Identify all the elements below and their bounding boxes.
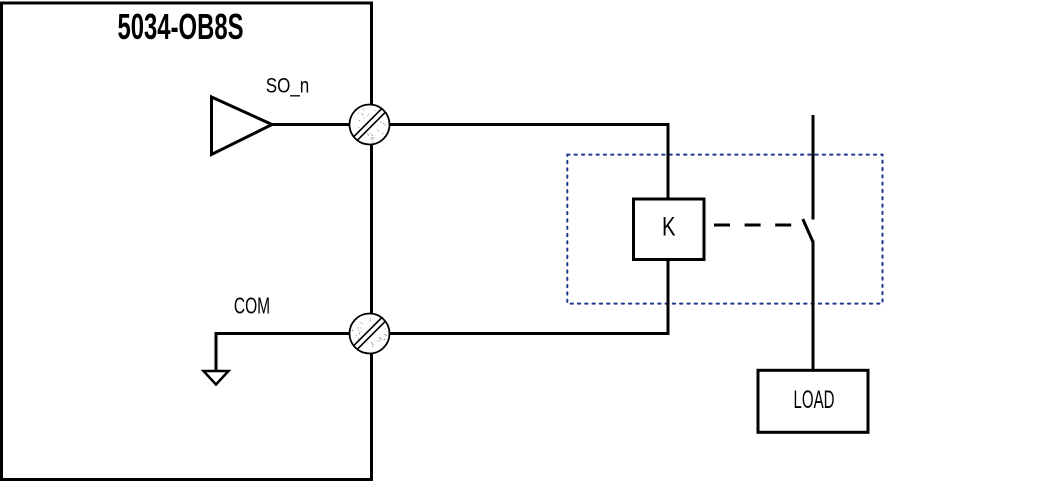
svg-text:LOAD: LOAD xyxy=(794,386,835,414)
svg-text:SO_n: SO_n xyxy=(266,75,310,98)
svg-text:COM: COM xyxy=(234,293,270,319)
svg-text:K: K xyxy=(662,212,676,242)
svg-text:5034-OB8S: 5034-OB8S xyxy=(118,6,244,47)
